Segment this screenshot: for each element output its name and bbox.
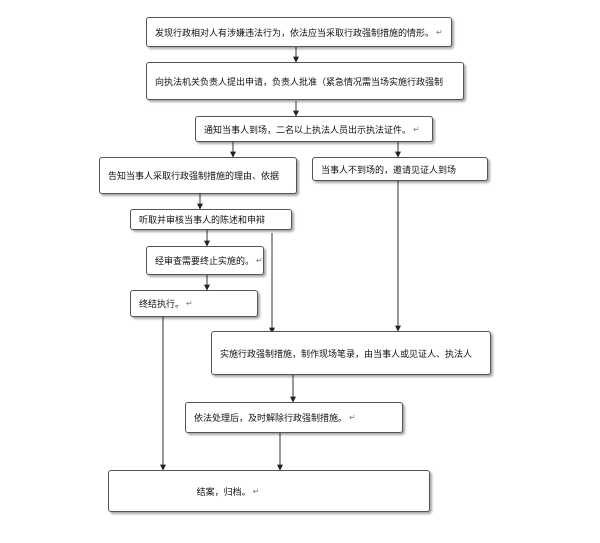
- step-terminate-execution-text: 终结执行。: [139, 300, 185, 310]
- step-review-terminate-text: 经审查需要终止实施的。: [155, 257, 255, 267]
- step-discover-violation: 发现行政相对人有涉嫌违法行为，依法应当采取行政强制措施的情形。↵: [146, 17, 452, 47]
- paragraph-mark-icon: ↵: [252, 486, 260, 496]
- step-hear-statement-text: 听取并审核当事人的陈述和申辩: [139, 216, 266, 226]
- step-release-measure: 依法处理后，及时解除行政强制措施。↵: [185, 402, 403, 433]
- step-discover-violation-text: 发现行政相对人有涉嫌违法行为，依法应当采取行政强制措施的情形。: [155, 28, 435, 39]
- step-review-terminate: 经审查需要终止实施的。↵: [146, 246, 264, 275]
- paragraph-mark-icon: ↵: [186, 299, 193, 308]
- step-invite-witness-text: 当事人不到场的，邀请见证人到场: [321, 165, 457, 176]
- paragraph-mark-icon: ↵: [436, 27, 443, 37]
- step-close-archive-text: 结案，归档。: [196, 487, 251, 498]
- step-invite-witness: 当事人不到场的，邀请见证人到场: [312, 157, 488, 181]
- step-notify-party: 通知当事人到场，二名以上执法人员出示执法证件。↵: [195, 116, 433, 142]
- paragraph-mark-icon: ↵: [413, 124, 420, 134]
- step-implement-measure-text: 实施行政强制措施，制作现场笔录，由当事人或见证人、执法人: [220, 349, 473, 360]
- step-notify-party-text: 通知当事人到场，二名以上执法人员出示执法证件。: [204, 125, 412, 136]
- step-close-archive: 结案，归档。↵: [108, 470, 430, 512]
- step-hear-statement: 听取并审核当事人的陈述和申辩: [130, 209, 292, 230]
- step-apply-approval: 向执法机关负责人提出申请，负责人批准（紧急情况需当场实施行政强制: [146, 62, 464, 100]
- step-inform-reason: 告知当事人采取行政强制措施的理由、依据: [99, 157, 297, 194]
- paragraph-mark-icon: ↵: [349, 413, 356, 422]
- step-apply-approval-text: 向执法机关负责人提出申请，负责人批准（紧急情况需当场实施行政强制: [155, 77, 444, 88]
- step-implement-measure: 实施行政强制措施，制作现场笔录，由当事人或见证人、执法人: [211, 331, 491, 375]
- step-terminate-execution: 终结执行。↵: [130, 290, 258, 317]
- paragraph-mark-icon: ↵: [256, 256, 263, 265]
- step-inform-reason-text: 告知当事人采取行政强制措施的理由、依据: [108, 172, 280, 182]
- step-release-measure-text: 依法处理后，及时解除行政强制措施。: [194, 414, 348, 424]
